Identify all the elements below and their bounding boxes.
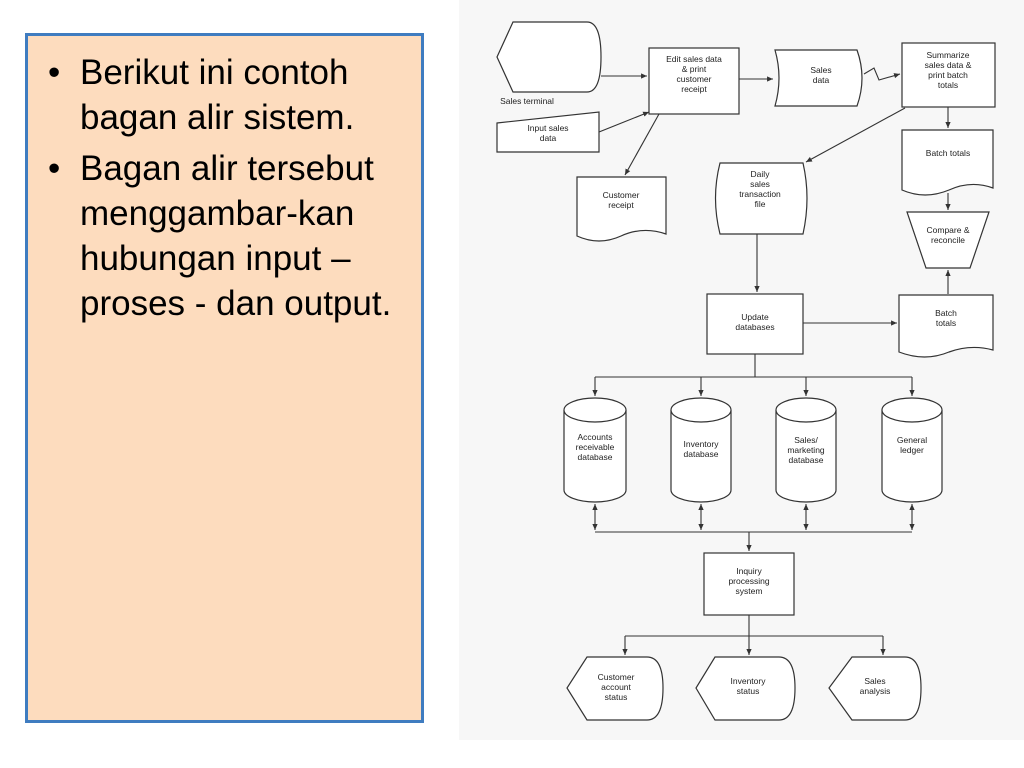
sales-data-file-shape (774, 49, 863, 107)
bullet-text: Bagan alir tersebut menggambar-kan hubun… (80, 149, 392, 323)
bullet-item: • Berikut ini contoh bagan alir sistem. (48, 50, 408, 140)
inventory-status-shape (695, 656, 796, 721)
sales-analysis-shape (828, 656, 922, 721)
inquiry-processing-shape (703, 552, 795, 616)
bullet-list: • Berikut ini contoh bagan alir sistem. •… (48, 50, 408, 332)
general-ledger-cylinder (881, 397, 943, 503)
bullet-dot: • (48, 149, 61, 188)
batch-totals-doc (901, 129, 994, 196)
compare-reconcile-label: Compare &reconcile (927, 225, 970, 245)
batch-totals-doc-label: Batch totals (926, 148, 970, 158)
customer-account-status-shape (566, 656, 664, 721)
bullet-text: Berikut ini contoh bagan alir sistem. (80, 53, 355, 137)
sales-marketing-cylinder (775, 397, 837, 503)
batch-totals-doc-2 (898, 294, 994, 358)
bullet-item: • Bagan alir tersebut menggambar-kan hubu… (48, 146, 408, 326)
accounts-receivable-cylinder (563, 397, 627, 503)
bullet-dot: • (48, 53, 61, 92)
input-sales-data-shape (496, 111, 600, 153)
connectors (592, 67, 951, 655)
customer-receipt-doc (576, 176, 667, 242)
compare-reconcile-shape (906, 211, 990, 269)
inventory-database-cylinder (670, 397, 732, 503)
daily-sales-file-shape (714, 162, 808, 235)
edit-sales-data-shape (648, 47, 740, 115)
sales-terminal-label-label: Sales terminal (500, 96, 554, 106)
text-panel: • Berikut ini contoh bagan alir sistem. •… (25, 33, 424, 723)
sales-terminal-shape (496, 21, 602, 93)
